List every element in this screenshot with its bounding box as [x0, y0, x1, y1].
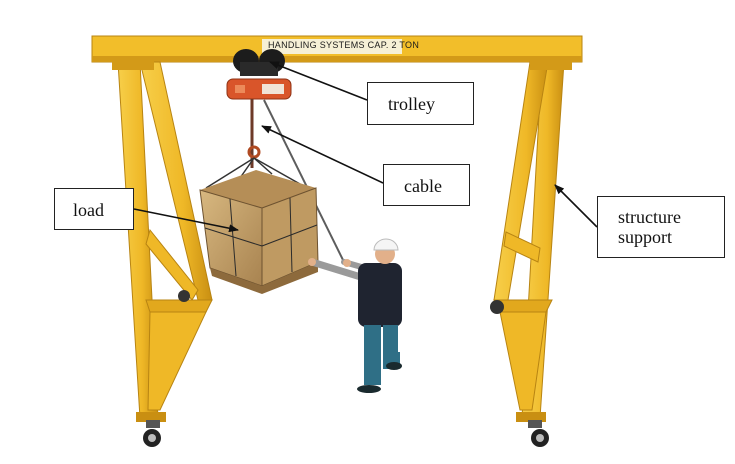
hoist	[226, 78, 292, 100]
cable-label-text: cable	[404, 176, 442, 196]
load-label: load	[54, 188, 134, 230]
crate-load	[199, 170, 319, 294]
structure-label-line1: structure	[618, 207, 681, 227]
beam-marking-text: HANDLING SYSTEMS CAP. 2 TON	[268, 40, 420, 50]
cable-arrow	[261, 125, 384, 184]
load-arrow	[133, 208, 239, 233]
structure-label-line2: support	[618, 227, 672, 247]
cable-label: cable	[383, 164, 470, 206]
worker	[308, 238, 402, 393]
load-label-text: load	[73, 200, 104, 220]
trolley-label-text: trolley	[388, 94, 435, 114]
right-leg	[493, 60, 572, 422]
structure-support-label: structure support	[597, 196, 725, 258]
left-leg	[112, 60, 213, 422]
trolley-label: trolley	[367, 82, 474, 125]
caster-wheels	[143, 290, 549, 447]
callout-arrows	[133, 61, 598, 233]
top-beam	[91, 35, 583, 63]
hoist-chains	[205, 99, 345, 263]
structure-arrow	[554, 184, 598, 228]
trolley-arrow	[269, 61, 368, 101]
beam-label-plate	[262, 39, 402, 54]
